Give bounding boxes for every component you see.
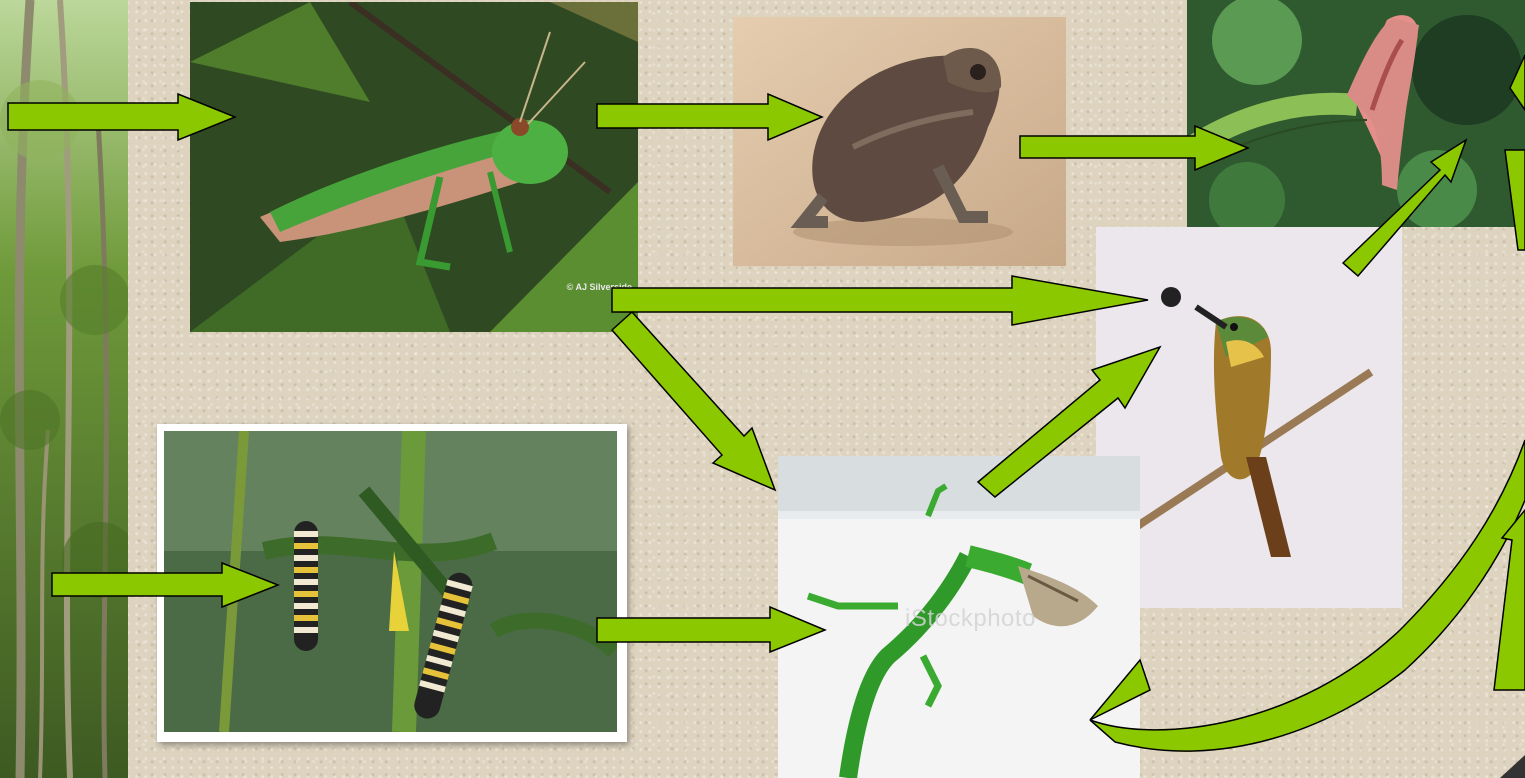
snake-photo <box>1187 0 1525 227</box>
caterpillar-photo <box>157 424 627 742</box>
forest-photo <box>0 0 128 778</box>
arrow-bottom-right <box>1494 510 1525 690</box>
grasshopper-photo-credit: © AJ Silverside <box>567 282 632 292</box>
bee-eater-photo <box>1096 227 1402 608</box>
grasshopper-photo: © AJ Silverside <box>190 2 638 332</box>
toad-photo <box>733 17 1066 266</box>
arrow-grasshopper-to-lizard <box>612 312 775 490</box>
stock-watermark: iStockphoto <box>905 605 1036 633</box>
arrow-grasshopper-to-bee-eater <box>612 276 1148 325</box>
